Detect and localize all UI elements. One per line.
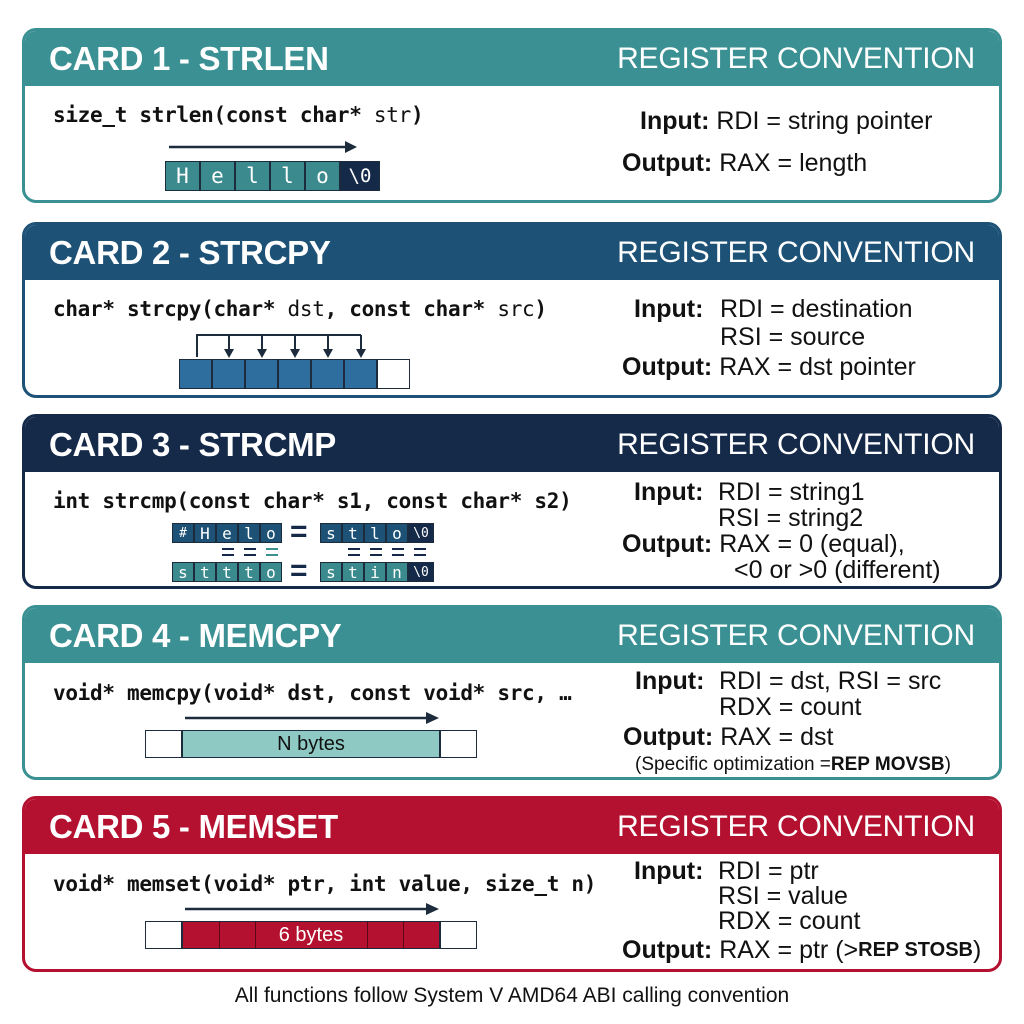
scan-arrow (169, 141, 357, 153)
byte-range-bar: N bytes (182, 730, 440, 758)
footer-note: All functions follow System V AMD64 ABI … (234, 984, 790, 1007)
function-signature: void* memcpy(void* dst, const void* src,… (53, 681, 572, 705)
null-terminator-cell: \0 (408, 562, 434, 582)
card-convention-label: REGISTER CONVENTION (617, 235, 975, 269)
null-terminator-cell: \0 (340, 161, 380, 191)
empty-cell (145, 730, 182, 758)
string-cell: t (216, 562, 238, 582)
memcpy-diagram: N bytes (145, 708, 485, 762)
function-signature: void* memset(void* ptr, int value, size_… (53, 872, 597, 896)
card-title: CARD 3 - STRCMP (49, 425, 337, 463)
card-convention-label: REGISTER CONVENTION (617, 618, 975, 652)
card-strlen: CARD 1 - STRLEN REGISTER CONVENTION size… (22, 28, 1002, 203)
string-cell: s (320, 523, 342, 543)
copy-arrows (196, 334, 366, 358)
compare-marks (222, 548, 426, 556)
buffer-cell (278, 359, 311, 389)
empty-cell (440, 730, 477, 758)
string-cell: s (320, 562, 342, 582)
string-cell: H (194, 523, 216, 543)
string-cell: l (235, 161, 270, 191)
card-header: CARD 3 - STRCMP REGISTER CONVENTION (25, 417, 999, 472)
string-cell: n (386, 562, 408, 582)
empty-cell (377, 359, 410, 389)
card-strcpy: CARD 2 - STRCPY REGISTER CONVENTION char… (22, 222, 1002, 398)
buffer-cell (311, 359, 344, 389)
register-convention: Input:RDI = destination RSI = source Out… (622, 295, 916, 381)
equals-sign: = (290, 554, 308, 587)
string-cell: l (270, 161, 305, 191)
empty-cell (145, 921, 182, 949)
empty-cell (440, 921, 477, 949)
function-signature: size_t strlen(const char* str) (53, 103, 424, 127)
function-signature: char* strcpy(char* dst, const char* src) (53, 297, 547, 321)
card-strcmp: CARD 3 - STRCMP REGISTER CONVENTION int … (22, 414, 1002, 589)
string-cell: s (172, 562, 194, 582)
string-cell: t (342, 523, 364, 543)
memset-diagram: 6 bytes (145, 899, 485, 953)
string-cell: t (238, 562, 260, 582)
copy-direction-arrow (185, 712, 439, 724)
compare-diagram: # H e l o = s t l o \0 s t t t o = (172, 515, 437, 586)
string-cell: o (305, 161, 340, 191)
null-terminator-cell: \0 (408, 523, 434, 543)
card-title: CARD 2 - STRCPY (49, 233, 331, 271)
string-cell: l (238, 523, 260, 543)
card-header: CARD 2 - STRCPY REGISTER CONVENTION (25, 225, 999, 280)
card-header: CARD 5 - MEMSET REGISTER CONVENTION (25, 799, 999, 854)
buffer-cell (344, 359, 377, 389)
string-cell: o (260, 562, 282, 582)
string-cell: l (364, 523, 386, 543)
buffer-cell (212, 359, 245, 389)
register-convention: Input: RDI = string pointer Output: RAX … (622, 107, 933, 177)
card-header: CARD 1 - STRLEN REGISTER CONVENTION (25, 31, 999, 86)
string-cell: # (172, 523, 194, 543)
equals-sign: = (290, 515, 308, 548)
function-signature: int strcmp(const char* s1, const char* s… (53, 489, 572, 513)
card-title: CARD 4 - MEMCPY (49, 616, 342, 654)
card-header: CARD 4 - MEMCPY REGISTER CONVENTION (25, 608, 999, 663)
register-convention: Input:RDI = dst, RSI = src RDX = count O… (623, 667, 951, 775)
string-cell: o (260, 523, 282, 543)
buffer-cell (179, 359, 212, 389)
card-convention-label: REGISTER CONVENTION (617, 41, 975, 75)
string-cell: o (386, 523, 408, 543)
copy-diagram (179, 331, 415, 389)
byte-range-bar: 6 bytes (182, 921, 440, 949)
byte-range-label: 6 bytes (278, 923, 344, 946)
fill-direction-arrow (185, 903, 439, 915)
card-convention-label: REGISTER CONVENTION (617, 809, 975, 843)
string-cell: e (200, 161, 235, 191)
card-title: CARD 5 - MEMSET (49, 807, 338, 845)
string-cell: i (364, 562, 386, 582)
string-cell: t (342, 562, 364, 582)
string-cell: e (216, 523, 238, 543)
card-memset: CARD 5 - MEMSET REGISTER CONVENTION void… (22, 796, 1002, 972)
string-scan-diagram: H e l l o \0 (165, 137, 385, 193)
register-convention: Input:RDI = string1 RSI = string2 Output… (622, 478, 941, 584)
buffer-cell (245, 359, 278, 389)
register-convention: Input:RDI = ptr RSI = value RDX = count … (622, 857, 982, 964)
string-cell: H (165, 161, 200, 191)
card-title: CARD 1 - STRLEN (49, 39, 329, 77)
card-convention-label: REGISTER CONVENTION (617, 427, 975, 461)
card-memcpy: CARD 4 - MEMCPY REGISTER CONVENTION void… (22, 605, 1002, 780)
string-cell: t (194, 562, 216, 582)
